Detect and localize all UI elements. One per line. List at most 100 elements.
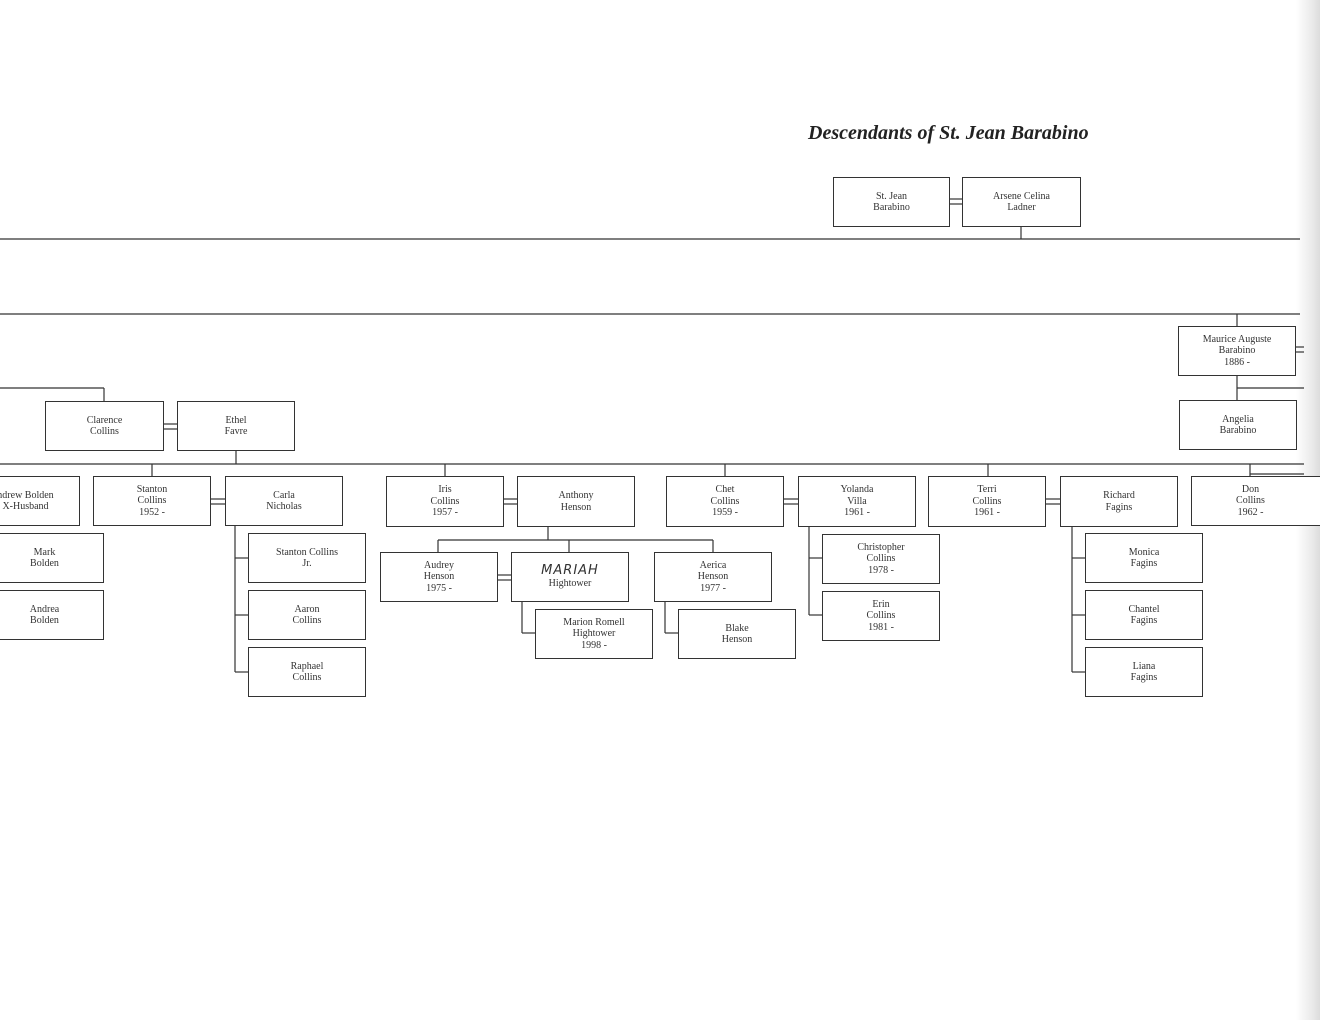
handwritten-annotation: MARIAH — [541, 563, 599, 578]
person-name: Liana — [1132, 660, 1156, 672]
person-monica-fagins: Monica Fagins — [1085, 533, 1203, 583]
person-surname: Henson — [423, 571, 455, 583]
person-name: Angelia — [1222, 413, 1254, 425]
person-surname: Henson — [697, 571, 729, 583]
person-surname: Henson — [721, 634, 753, 645]
person-name: Aerica — [699, 559, 727, 571]
person-name: Ethel — [225, 414, 247, 426]
person-dates: 1961 - — [844, 507, 870, 519]
person-dates: 1978 - — [868, 564, 894, 576]
person-name: Erin — [872, 598, 890, 610]
person-clarence-collins: Clarence Collins — [45, 401, 164, 451]
person-surname: Fagins — [1130, 558, 1158, 569]
person-note: X-Husband — [2, 501, 49, 512]
person-aerica-henson: Aerica Henson 1977 - — [654, 552, 772, 602]
person-name: Raphael — [290, 660, 324, 672]
person-raphael-collins: Raphael Collins — [248, 647, 366, 697]
person-surname: Collins — [137, 495, 167, 507]
person-dates: 1981 - — [868, 621, 894, 633]
person-christopher-collins: Christopher Collins 1978 - — [822, 534, 940, 584]
person-surname: Barabino — [1219, 425, 1257, 436]
person-surname: Collins — [430, 495, 460, 507]
person-surname: Collins — [90, 426, 119, 437]
person-name: Christopher — [857, 541, 905, 553]
person-name: Yolanda — [840, 484, 874, 496]
person-name: Monica — [1128, 546, 1160, 558]
person-name: Stanton — [136, 483, 168, 495]
person-don-collins: Don Collins 1962 - — [1191, 476, 1320, 526]
person-surname: Collins — [710, 495, 740, 507]
person-surname: Bolden — [30, 615, 59, 626]
person-surname: Collins — [866, 553, 896, 565]
person-name: Anthony — [558, 490, 594, 501]
person-name: Maurice Auguste — [1202, 333, 1272, 345]
person-dates: 1962 - — [1237, 506, 1264, 518]
person-dates: 1957 - — [432, 507, 458, 519]
person-name: Andrea — [29, 603, 60, 615]
person-surname: Collins — [972, 495, 1002, 507]
person-chet-collins: Chet Collins 1959 - — [666, 476, 784, 527]
person-st-jean-barabino: St. Jean Barabino — [833, 177, 950, 227]
person-dates: 1977 - — [700, 582, 726, 594]
person-yolanda-villa: Yolanda Villa 1961 - — [798, 476, 916, 527]
person-surname: Favre — [224, 426, 248, 437]
person-name: Carla — [273, 489, 295, 501]
person-dates: 1961 - — [974, 507, 1000, 519]
person-dates: 1959 - — [712, 507, 738, 519]
person-andrea-bolden: Andrea Bolden — [0, 590, 104, 640]
person-liana-fagins: Liana Fagins — [1085, 647, 1203, 697]
person-erin-collins: Erin Collins 1981 - — [822, 591, 940, 641]
person-name: Audrey — [424, 559, 454, 571]
person-name: Iris — [438, 484, 452, 496]
person-marion-romell-hightower: Marion Romell Hightower 1998 - — [535, 609, 653, 659]
person-angelia-barabino: Angelia Barabino — [1179, 400, 1297, 450]
person-surname: Collins — [1236, 495, 1265, 507]
person-terri-collins: Terri Collins 1961 - — [928, 476, 1046, 527]
person-name: Richard — [1103, 490, 1135, 501]
person-surname: Barabino — [873, 202, 910, 213]
person-name: Arsene Celina — [993, 190, 1050, 202]
person-carla-nicholas: Carla Nicholas — [225, 476, 343, 526]
person-name: Stanton Collins — [276, 546, 338, 558]
person-audrey-henson: Audrey Henson 1975 - — [380, 552, 498, 602]
person-name: ndrew Bolden — [0, 489, 54, 501]
person-name: Terri — [977, 484, 997, 496]
person-ethel-favre: Ethel Favre — [177, 401, 295, 451]
person-stanton-collins-jr: Stanton Collins Jr. — [248, 533, 366, 583]
person-name: Chet — [715, 484, 735, 496]
person-mark-bolden: Mark Bolden — [0, 533, 104, 583]
person-name: Chantel — [1128, 603, 1160, 615]
person-surname: Barabino — [1218, 345, 1256, 357]
person-dates: 1952 - — [139, 506, 165, 518]
person-surname: Hightower — [548, 577, 592, 589]
person-iris-collins: Iris Collins 1957 - — [386, 476, 504, 527]
chart-title: Descendants of St. Jean Barabino — [808, 122, 1089, 144]
person-surname: Collins — [292, 672, 322, 683]
person-richard-fagins: Richard Fagins — [1060, 476, 1178, 527]
person-name: St. Jean — [875, 190, 908, 202]
person-suffix: Jr. — [302, 558, 312, 569]
person-maurice-auguste-barabino: Maurice Auguste Barabino 1886 - — [1178, 326, 1296, 376]
person-surname: Fagins — [1130, 672, 1158, 683]
person-surname: Collins — [292, 615, 322, 626]
person-chantel-fagins: Chantel Fagins — [1085, 590, 1203, 640]
person-dates: 1998 - — [581, 639, 607, 651]
person-surname: Ladner — [1007, 202, 1036, 213]
person-surname: Fagins — [1105, 501, 1133, 513]
person-name: Marion Romell — [563, 616, 625, 628]
person-arsene-celina-ladner: Arsene Celina Ladner — [962, 177, 1081, 227]
person-dates: 1975 - — [426, 582, 452, 594]
person-surname: Fagins — [1130, 615, 1158, 626]
person-anthony-henson: Anthony Henson — [517, 476, 635, 527]
person-name: Clarence — [86, 414, 123, 426]
person-andrew-bolden: ndrew Bolden X-Husband — [0, 476, 80, 526]
person-blake-henson: Blake Henson — [678, 609, 796, 659]
person-name: Aaron — [294, 603, 320, 615]
person-surname: Villa — [847, 495, 867, 507]
person-aaron-collins: Aaron Collins — [248, 590, 366, 640]
person-surname: Nicholas — [266, 501, 302, 512]
person-stanton-collins: Stanton Collins 1952 - — [93, 476, 211, 526]
person-dates: 1886 - — [1224, 356, 1250, 368]
person-surname: Bolden — [30, 558, 59, 569]
